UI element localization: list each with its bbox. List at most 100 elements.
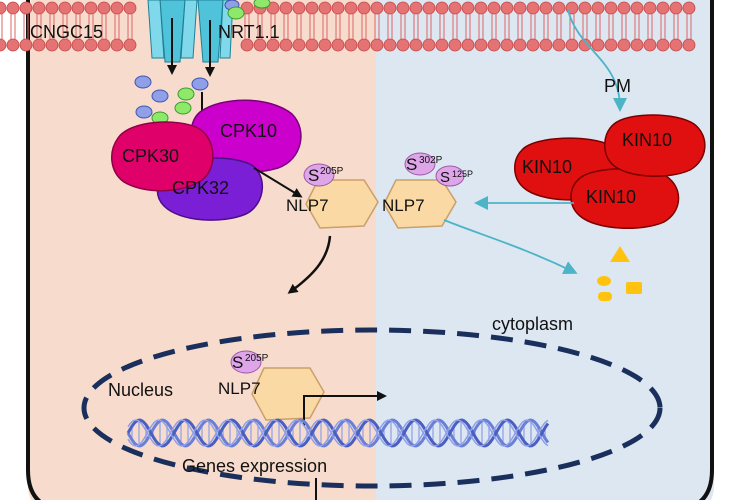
- lipid-head: [240, 38, 254, 52]
- lipid-head: [409, 1, 423, 15]
- lipid-head: [110, 38, 124, 52]
- kin10-top-shape: [604, 114, 706, 177]
- lipid-head: [539, 38, 553, 52]
- lipid-head: [552, 38, 566, 52]
- lipid-tail: [504, 25, 510, 39]
- lipid-head: [539, 1, 553, 15]
- lipid-head: [305, 1, 319, 15]
- lipid-head: [565, 38, 579, 52]
- kin10-top-label: KIN10: [622, 130, 672, 150]
- lipid-head: [19, 38, 33, 52]
- lipid-head: [45, 38, 59, 52]
- lipid-head: [591, 38, 605, 52]
- lipid-head: [630, 38, 644, 52]
- lipid-tail: [335, 25, 341, 39]
- lipid-tail: [452, 25, 458, 39]
- lipid-head: [396, 38, 410, 52]
- lipid-head: [474, 1, 488, 15]
- lipid-head: [682, 38, 696, 52]
- lipid-head: [84, 38, 98, 52]
- lipid-head: [370, 1, 384, 15]
- s125-phospho: [435, 165, 465, 187]
- s205-nucleus-s: S: [232, 353, 243, 372]
- cngc15-channel: [147, 0, 198, 75]
- lipid-tail: [270, 25, 276, 39]
- plasma-membrane: [0, 1, 696, 52]
- nlp7-to-nucleus-arrow: [287, 235, 332, 294]
- lipid-head: [344, 38, 358, 52]
- lipid-head: [32, 38, 46, 52]
- lipid-tail: [686, 25, 692, 39]
- lipid-tail: [647, 25, 653, 39]
- lipid-head: [487, 1, 501, 15]
- lipid-head: [71, 1, 85, 15]
- lipid-head: [669, 38, 683, 52]
- lipid-head: [331, 1, 345, 15]
- lipid-head: [383, 1, 397, 15]
- dna-strand: [127, 419, 549, 447]
- kin10-left-label: KIN10: [522, 157, 572, 177]
- lipid-head: [32, 1, 46, 15]
- lipid-tail: [114, 25, 120, 39]
- lipid-head: [448, 1, 462, 15]
- genes-expression-label: Genes expression: [182, 456, 327, 476]
- lipid-head: [266, 1, 280, 15]
- dna-strand: [126, 418, 550, 448]
- degradation-fragments: [597, 246, 642, 301]
- s205-left-num: 205P: [320, 166, 344, 177]
- lipid-head: [45, 1, 59, 15]
- lipid-head: [58, 38, 72, 52]
- kin10-bottom-label: KIN10: [586, 187, 636, 207]
- lipid-head: [266, 38, 280, 52]
- cpk-complex: CPK30 CPK10 CPK32: [111, 99, 302, 221]
- cpk30-shape: [111, 121, 214, 192]
- lipid-head: [396, 1, 410, 15]
- lipid-head: [0, 1, 7, 15]
- lipid-head: [58, 1, 72, 15]
- lipid-tail: [400, 25, 406, 39]
- pm-label: PM: [604, 76, 631, 96]
- lipid-head: [630, 1, 644, 15]
- lipid-head: [357, 1, 371, 15]
- lipid-head: [604, 38, 618, 52]
- s125-num: 125P: [452, 169, 473, 179]
- lipid-head: [435, 38, 449, 52]
- lipid-head: [526, 38, 540, 52]
- cytoplasm-label: cytoplasm: [492, 314, 573, 334]
- lipid-tail: [387, 25, 393, 39]
- lipid-head: [97, 1, 111, 15]
- lipid-tail: [361, 25, 367, 39]
- lipid-head: [279, 38, 293, 52]
- lipid-tail: [413, 25, 419, 39]
- lipid-head: [656, 1, 670, 15]
- lipid-head: [500, 1, 514, 15]
- lipid-head: [643, 1, 657, 15]
- lipid-tail: [465, 25, 471, 39]
- lipid-head: [370, 38, 384, 52]
- lipid-head: [71, 38, 85, 52]
- nlp7-right: S 302P S 125P NLP7: [382, 152, 473, 229]
- lipid-head: [617, 38, 631, 52]
- lipid-head: [422, 38, 436, 52]
- lipid-head: [97, 38, 111, 52]
- lipid-tail: [530, 25, 536, 39]
- lipid-head: [6, 38, 20, 52]
- calcium-ions: [134, 0, 240, 119]
- lipid-tail: [517, 25, 523, 39]
- lipid-head: [617, 1, 631, 15]
- nlp7-left-label: NLP7: [286, 196, 329, 215]
- nlp7-nucleus: S 205P NLP7: [218, 350, 325, 421]
- dna-strand: [127, 419, 549, 447]
- lipid-head: [461, 38, 475, 52]
- lipid-head: [292, 1, 306, 15]
- lipid-head: [513, 38, 527, 52]
- s205-phospho-left: [303, 163, 335, 187]
- lipid-tail: [491, 25, 497, 39]
- lipid-head: [500, 38, 514, 52]
- lipid-tail: [621, 25, 627, 39]
- lipid-tail: [283, 25, 289, 39]
- s205-left-s: S: [308, 166, 319, 185]
- s302-phospho: [404, 152, 436, 176]
